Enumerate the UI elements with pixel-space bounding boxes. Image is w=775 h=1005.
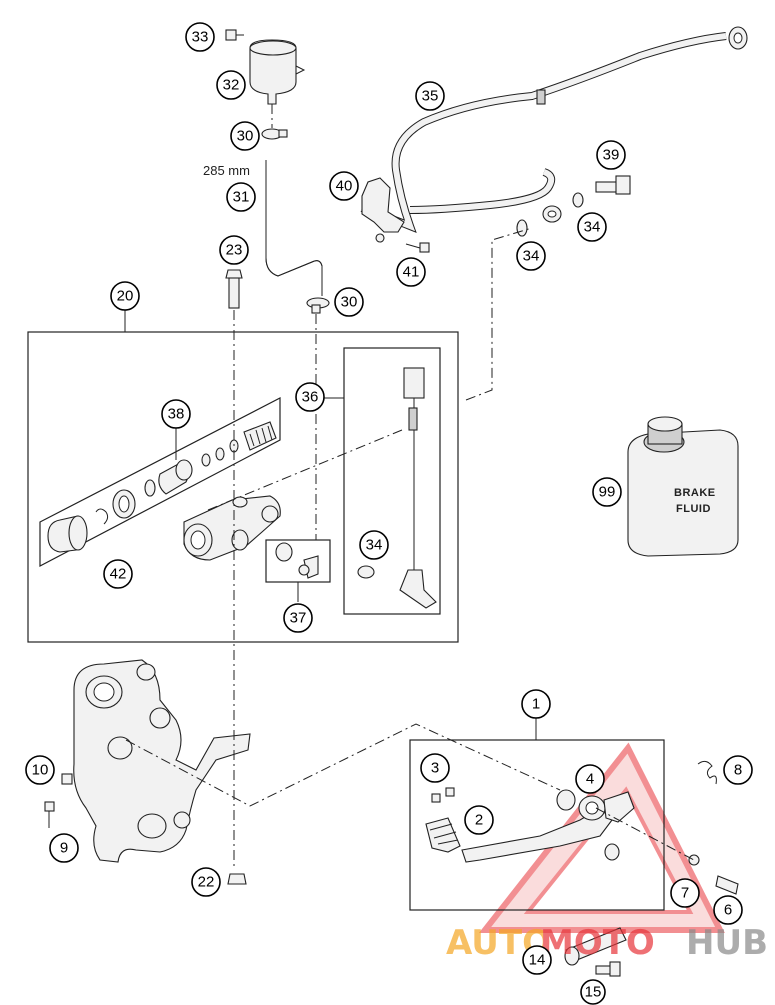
reservoir-assembly [225, 29, 306, 105]
svg-text:20: 20 [117, 288, 134, 305]
callout-36[interactable]: 36 [295, 382, 325, 412]
callout-35[interactable]: 35 [415, 81, 445, 111]
piston-parts [47, 421, 277, 553]
callout-10[interactable]: 10 [25, 755, 55, 785]
brake-line [360, 26, 748, 234]
bushing-10 [61, 773, 73, 785]
svg-text:8: 8 [734, 762, 742, 779]
master-cylinder-kit-box [27, 331, 459, 643]
svg-text:35: 35 [422, 88, 439, 105]
pivot-pin [564, 927, 627, 977]
svg-text:7: 7 [681, 885, 689, 902]
callout-39[interactable]: 39 [596, 140, 626, 170]
screw-23 [225, 269, 243, 309]
washer-34-a [516, 219, 528, 237]
svg-text:4: 4 [586, 771, 594, 788]
callout-20[interactable]: 20 [110, 281, 140, 311]
svg-text:9: 9 [60, 840, 68, 857]
svg-text:34: 34 [366, 537, 383, 554]
callout-38[interactable]: 38 [161, 399, 191, 429]
svg-text:34: 34 [584, 219, 601, 236]
watermark-text: AUTO MOTO HUB [446, 923, 768, 963]
callout-31[interactable]: 31 [226, 182, 256, 212]
nut-22 [227, 873, 247, 885]
callout-37[interactable]: 37 [283, 603, 313, 633]
svg-text:23: 23 [226, 242, 243, 259]
svg-text:38: 38 [168, 406, 185, 423]
brake-pedal-parts [425, 787, 739, 895]
hose-clamp-top [261, 128, 288, 140]
svg-text:34: 34 [523, 248, 540, 265]
watermark-part-c: HUB [686, 923, 768, 963]
brake-light-switch-box [343, 347, 441, 615]
svg-text:32: 32 [223, 77, 240, 94]
can-label-line1: BRAKE [674, 487, 716, 499]
reservoir-hose [265, 160, 323, 296]
washer-34-b [572, 192, 584, 208]
svg-text:3: 3 [431, 760, 439, 777]
callout-3[interactable]: 3 [420, 753, 450, 783]
svg-text:30: 30 [237, 128, 254, 145]
assembly-lines [125, 104, 695, 870]
connector-parts [275, 542, 319, 579]
callout-34-right[interactable]: 34 [577, 212, 607, 242]
svg-text:40: 40 [336, 178, 353, 195]
callout-1[interactable]: 1 [521, 689, 551, 719]
svg-text:30: 30 [341, 294, 358, 311]
frame-bracket [73, 659, 251, 863]
callout-9[interactable]: 9 [49, 833, 79, 863]
banjo-bolt-39 [595, 175, 631, 195]
callout-23[interactable]: 23 [219, 235, 249, 265]
svg-text:41: 41 [403, 264, 420, 281]
callout-22[interactable]: 22 [191, 867, 221, 897]
svg-text:14: 14 [529, 952, 546, 969]
callout-4[interactable]: 4 [575, 764, 605, 794]
brake-fluid-can: BRAKE FLUID [627, 416, 739, 557]
callout-42[interactable]: 42 [103, 559, 133, 589]
svg-text:2: 2 [475, 812, 483, 829]
screw-9 [44, 801, 55, 828]
callout-33[interactable]: 33 [185, 22, 215, 52]
svg-text:6: 6 [724, 902, 732, 919]
screw-41 [405, 242, 430, 253]
callout-34-left[interactable]: 34 [516, 241, 546, 271]
svg-text:10: 10 [32, 762, 49, 779]
can-label-line2: FLUID [676, 503, 711, 515]
piston-kit-box [39, 397, 281, 567]
return-spring [697, 760, 717, 785]
callout-15[interactable]: 15 [580, 979, 606, 1005]
callout-6[interactable]: 6 [713, 895, 743, 925]
callout-7[interactable]: 7 [670, 878, 700, 908]
svg-text:39: 39 [603, 147, 620, 164]
callout-41[interactable]: 41 [396, 257, 426, 287]
svg-text:99: 99 [599, 484, 616, 501]
callout-99[interactable]: 99 [592, 477, 622, 507]
svg-text:33: 33 [192, 29, 209, 46]
connector-box [265, 539, 331, 583]
master-cylinder-body [183, 495, 281, 561]
svg-text:37: 37 [290, 610, 307, 627]
callout-30-lower[interactable]: 30 [334, 287, 364, 317]
svg-text:42: 42 [110, 566, 127, 583]
callout-14[interactable]: 14 [522, 945, 552, 975]
brake-pedal-box [409, 739, 665, 911]
svg-text:15: 15 [585, 984, 602, 1001]
brake-light-switch [357, 367, 437, 609]
callout-30-top[interactable]: 30 [230, 121, 260, 151]
svg-text:31: 31 [233, 189, 250, 206]
hose-clamp-lower [306, 297, 330, 314]
svg-text:36: 36 [302, 389, 319, 406]
svg-text:1: 1 [532, 696, 540, 713]
hose-length-label: 285 mm [203, 163, 250, 178]
callout-8[interactable]: 8 [723, 755, 753, 785]
callout-40[interactable]: 40 [329, 171, 359, 201]
callout-32[interactable]: 32 [216, 70, 246, 100]
callout-2[interactable]: 2 [464, 805, 494, 835]
watermark-part-b: MOTO [540, 923, 655, 963]
svg-text:22: 22 [198, 874, 215, 891]
callout-34-switch[interactable]: 34 [359, 530, 389, 560]
brake-line-bracket [361, 177, 405, 243]
